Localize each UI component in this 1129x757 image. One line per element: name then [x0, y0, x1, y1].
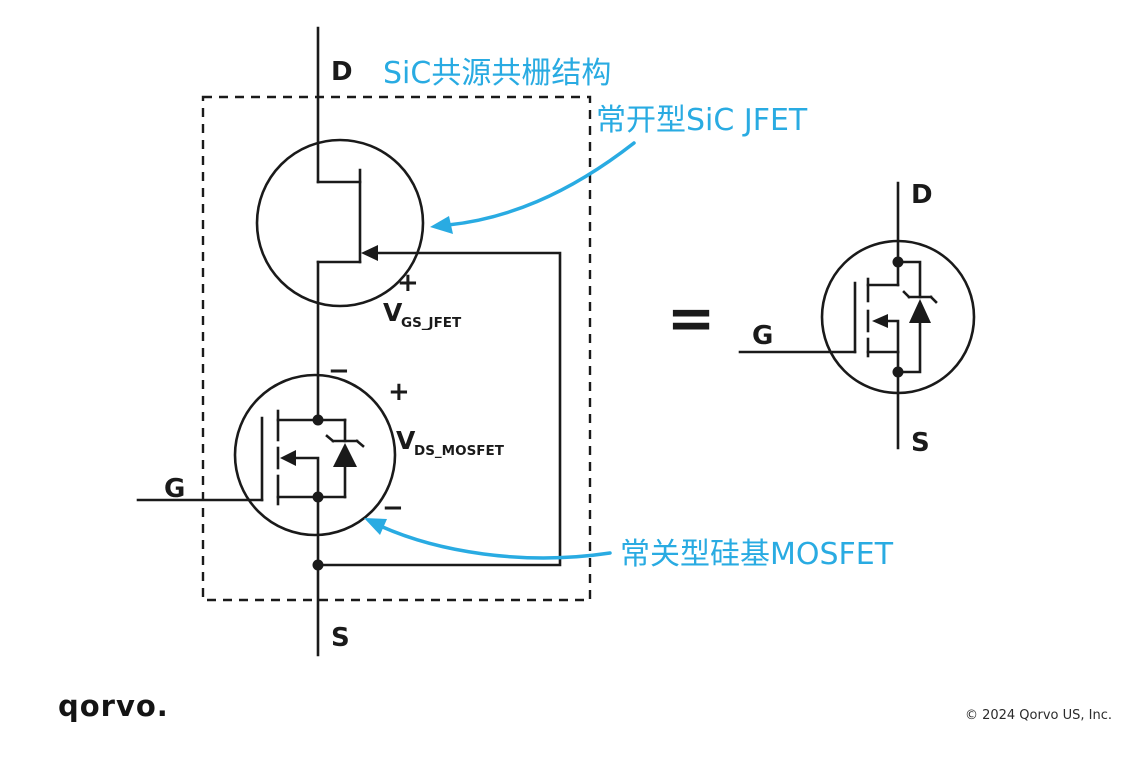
equivalent-source-label: S — [911, 428, 930, 458]
figure-title: SiC共源共栅结构 — [383, 56, 611, 91]
vds-symbol: V — [396, 426, 416, 455]
jfet-symbol — [255, 138, 425, 308]
equals-sign: = — [667, 284, 716, 352]
mosfet-circle — [233, 373, 397, 537]
equivalent-symbol: D G S — [738, 180, 976, 458]
diode-anode-triangle-icon — [333, 443, 357, 467]
equivalent-body-arrow-icon — [872, 314, 888, 328]
jfet-gate-arrow-icon — [361, 245, 378, 261]
mosfet-body-arrow-icon — [280, 450, 296, 466]
mosfet-symbol — [136, 373, 397, 537]
vds-mosfet-annotation: + V DS_MOSFET − — [382, 377, 505, 523]
mosfet-body-diode — [325, 418, 365, 499]
source-junction-dot — [312, 491, 324, 503]
vgs-symbol: V — [383, 298, 403, 327]
equivalent-top-junction-dot — [892, 256, 904, 268]
copyright-notice: © 2024 Qorvo US, Inc. — [965, 708, 1112, 723]
jfet-callout-arrow — [446, 141, 636, 227]
mosfet-callout-arrowhead-icon — [364, 518, 387, 535]
vds-minus-sign: − — [382, 493, 404, 523]
vgs-subscript: GS_JFET — [401, 315, 462, 331]
equivalent-bottom-junction-dot — [892, 366, 904, 378]
cascode-boundary-box — [201, 95, 592, 602]
equivalent-diode-anode-triangle-icon — [909, 299, 931, 323]
mosfet-body-connection — [292, 456, 320, 499]
gate-terminal-label: G — [164, 474, 185, 504]
mosfet-callout-label: 常关型硅基MOSFET — [620, 537, 894, 572]
qorvo-logo: qorvo. — [58, 689, 169, 723]
cascode-block: D G S + V GS_JFET − + V DS_MOSFET − — [136, 26, 592, 657]
footer: qorvo. © 2024 Qorvo US, Inc. — [58, 689, 1112, 723]
vds-subscript: DS_MOSFET — [414, 443, 505, 459]
zener-cathode-bar — [325, 434, 365, 448]
mosfet-callout-arrow — [376, 523, 612, 560]
equivalent-diode-cathode-branch — [896, 260, 922, 299]
equivalent-gate-label: G — [752, 321, 773, 351]
equivalent-drain-label: D — [911, 180, 933, 210]
drain-terminal-label: D — [331, 57, 353, 87]
callout-annotations: SiC共源共栅结构 常开型SiC JFET 常关型硅基MOSFET — [364, 56, 894, 572]
equivalent-zener-cathode-bar — [902, 290, 938, 304]
loop-junction-dot — [312, 559, 324, 571]
jfet-callout-arrowhead-icon — [430, 216, 453, 234]
equivalent-body-diode — [896, 260, 938, 374]
source-terminal-label: S — [331, 623, 350, 653]
jfet-circle — [255, 138, 425, 308]
drain-junction-dot — [312, 414, 324, 426]
vgs-plus-sign: + — [397, 268, 419, 298]
vgs-jfet-annotation: + V GS_JFET − — [328, 268, 462, 386]
vgs-minus-sign: − — [328, 356, 350, 386]
vds-plus-sign: + — [388, 377, 410, 407]
gate-source-loop-wire — [316, 251, 562, 567]
equivalent-diode-anode-branch — [896, 321, 922, 374]
jfet-callout-label: 常开型SiC JFET — [596, 103, 808, 138]
